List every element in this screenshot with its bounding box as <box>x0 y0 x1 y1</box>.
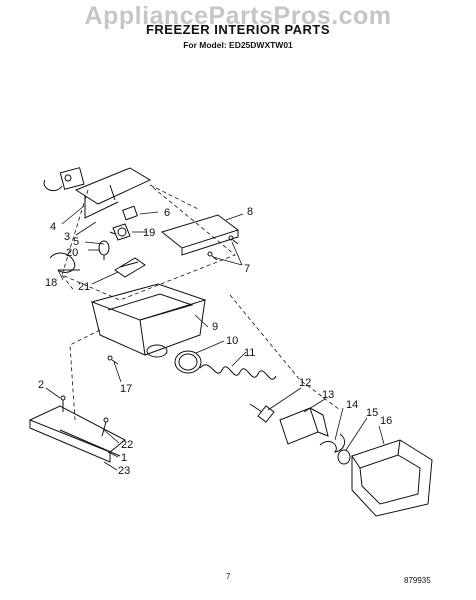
callout-16: 16 <box>380 415 392 427</box>
auger-motor-bracket <box>74 167 152 219</box>
callout-leader-lines <box>45 205 385 471</box>
nut <box>337 449 351 465</box>
cover-panel <box>160 214 240 256</box>
wire-harness <box>49 252 80 273</box>
switch <box>109 205 138 235</box>
watermark-logo: AppliancePartsPros.com <box>84 2 392 30</box>
figure-id: 879935 <box>404 576 431 585</box>
callout-21: 21 <box>78 281 90 293</box>
auger-spring <box>199 364 277 380</box>
callout-10: 10 <box>226 335 238 347</box>
callout-2: 2 <box>38 379 44 391</box>
callout-8: 8 <box>247 206 253 218</box>
coupling <box>249 403 275 423</box>
lamp-socket <box>112 223 131 241</box>
callout-14: 14 <box>346 399 358 411</box>
callout-9: 9 <box>212 321 218 333</box>
callout-20: 20 <box>66 247 78 259</box>
wire-clip-bracket <box>114 257 146 278</box>
callout-3: 3 <box>64 231 70 243</box>
callout-13: 13 <box>322 389 334 401</box>
page-number: 7 <box>226 572 231 581</box>
adapter <box>279 407 329 445</box>
ice-bin <box>90 283 207 358</box>
mounting-rail <box>28 395 126 463</box>
ring <box>174 350 202 374</box>
callout-1: 1 <box>121 452 127 464</box>
callout-23: 23 <box>118 465 130 477</box>
clip <box>319 433 346 453</box>
assembly-guide-lines <box>61 184 341 421</box>
callout-18: 18 <box>45 277 57 289</box>
callout-labels: 4 3 5 20 6 19 8 7 18 21 9 10 11 17 2 12 … <box>38 206 392 477</box>
screw <box>107 235 239 365</box>
model-subtitle: For Model: ED25DWXTW01 <box>183 40 293 50</box>
callout-5: 5 <box>73 236 79 248</box>
callout-4: 4 <box>50 221 56 233</box>
callout-15: 15 <box>366 407 378 419</box>
callout-11: 11 <box>244 347 255 359</box>
ice-chute-door <box>351 439 433 517</box>
callout-7: 7 <box>244 263 250 275</box>
callout-22: 22 <box>121 439 133 451</box>
callout-12: 12 <box>299 377 311 389</box>
timer <box>43 167 85 192</box>
diagram-title: FREEZER INTERIOR PARTS <box>145 22 331 37</box>
callout-17: 17 <box>120 383 132 395</box>
callout-6: 6 <box>164 207 170 219</box>
callout-19: 19 <box>143 227 155 239</box>
bulb <box>98 240 110 260</box>
